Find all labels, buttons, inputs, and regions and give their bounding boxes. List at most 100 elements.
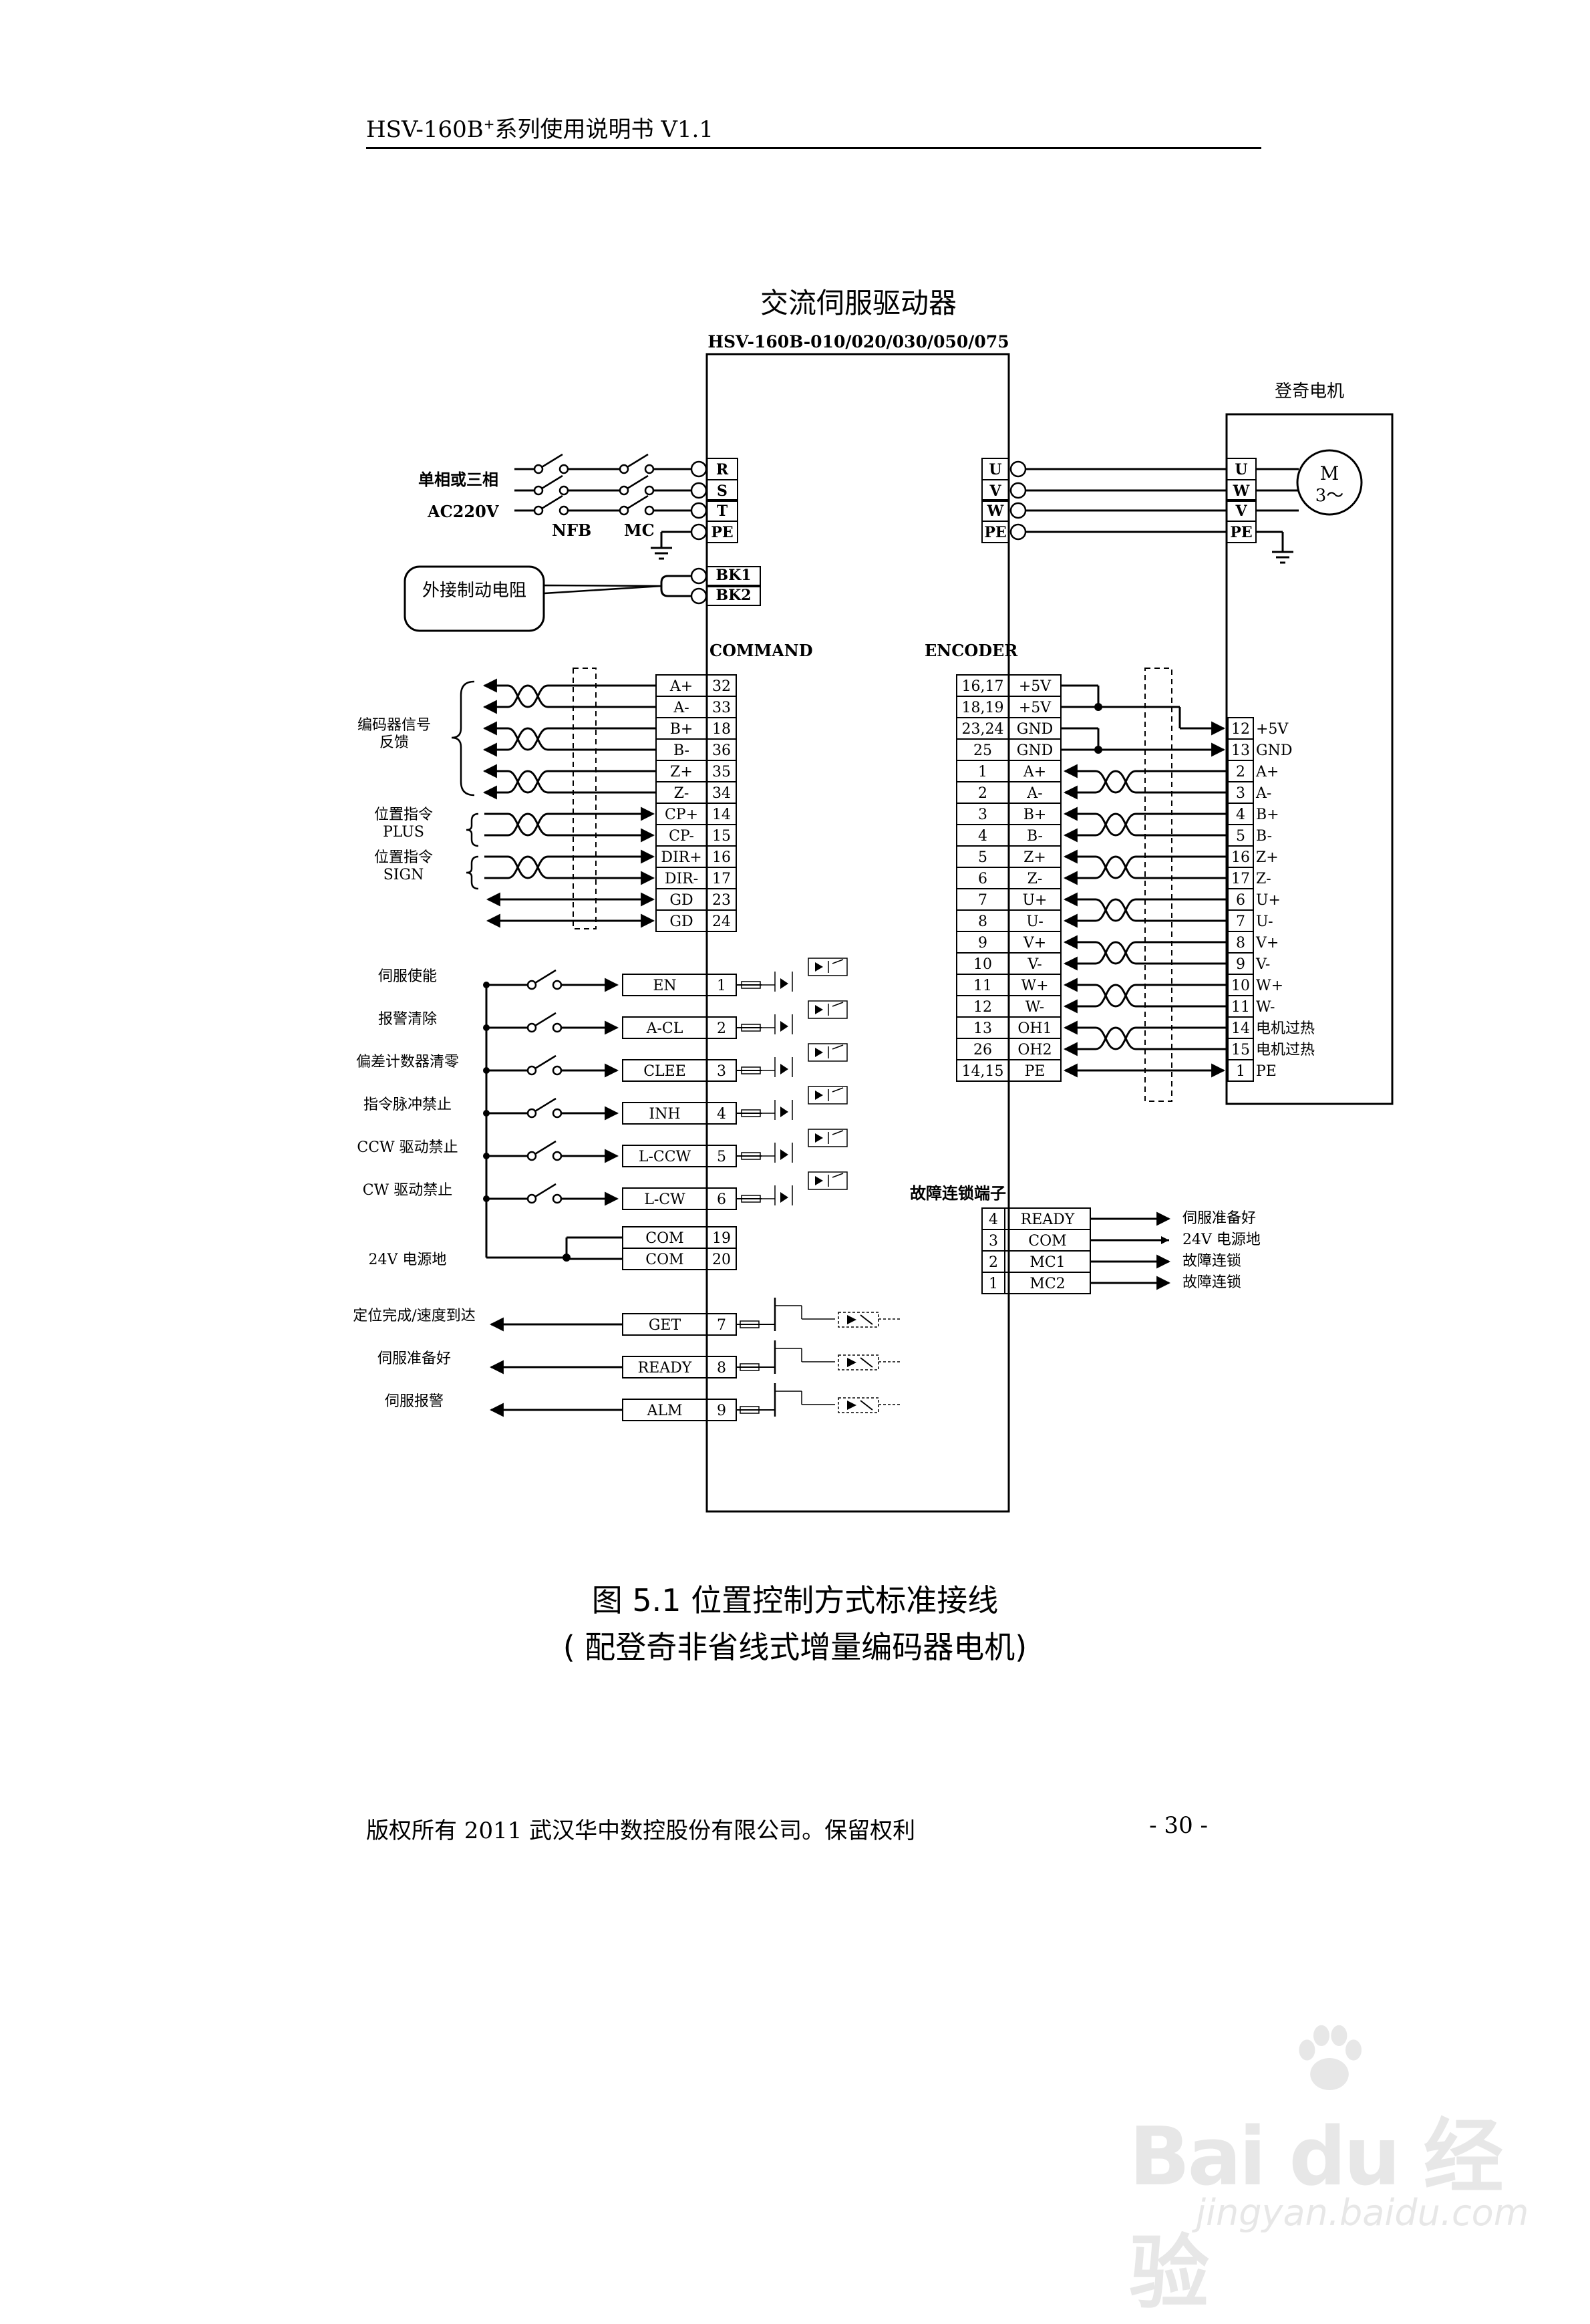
- encoder-signal-4: A+: [1023, 764, 1046, 780]
- input-opto-5: [808, 1171, 848, 1190]
- encoder-signal-13: V-: [1027, 956, 1042, 973]
- fault-label-0: 伺服准备好: [1182, 1210, 1256, 1227]
- encoder-title: ENCODER: [925, 641, 1018, 660]
- nfb-switch-0-contact-b: [559, 464, 569, 474]
- encoder-signal-16: OH1: [1017, 1020, 1052, 1037]
- com-signal-1: COM: [645, 1252, 683, 1268]
- wiring-diagram: 交流伺服驱动器 HSV-160B-010/020/030/050/075 登奇电…: [353, 287, 1394, 1513]
- input-pin-3: 4: [717, 1106, 726, 1123]
- fault-label-2: 故障连锁: [1182, 1253, 1241, 1270]
- motor-terminal-v: V: [1235, 502, 1247, 520]
- input-opto-0-diode: [815, 962, 823, 972]
- caption-line-1: 图 5.1 位置控制方式标准接线: [591, 1582, 999, 1618]
- enc-twist-8: [1095, 855, 1136, 879]
- motor-enc-pin-9: 17: [1231, 871, 1250, 887]
- mc-switch-1-contact-a: [619, 485, 629, 496]
- command-signal-10: GD: [669, 892, 693, 909]
- motor-enc-label-18: PE: [1256, 1063, 1277, 1080]
- cmd-twist-4: [507, 770, 548, 794]
- enc-twist-16-b: [1095, 1026, 1136, 1050]
- com-label: 24V 电源地: [369, 1252, 447, 1268]
- fault-label-1: 24V 电源地: [1182, 1231, 1261, 1248]
- motor-enc-label-15: W-: [1256, 999, 1275, 1016]
- input-switch-1-lever: [534, 1012, 556, 1027]
- motor-enc-label-9: Z-: [1256, 871, 1271, 887]
- input-opto-3-diode: [815, 1091, 823, 1100]
- input-pin-4: 5: [717, 1149, 726, 1165]
- page-footer: 版权所有 2011 武汉华中数控股份有限公司。保留权利 - 30 -: [366, 1812, 1261, 1845]
- fault-signal-1: COM: [1028, 1233, 1066, 1250]
- motor-enc-pin-2: 12: [1231, 721, 1250, 738]
- enc-twist-12-b: [1095, 941, 1136, 965]
- encoder-pin-5: 2: [978, 785, 987, 802]
- input-switch-4-lever: [534, 1140, 556, 1155]
- input-opto-1-diode: [815, 1005, 823, 1014]
- brake-screw-1: [690, 587, 707, 605]
- encoder-pin-1: 18,19: [962, 700, 1004, 716]
- command-pin-8: 16: [712, 849, 731, 866]
- motor-enc-label-17: 电机过热: [1256, 1042, 1315, 1058]
- fault-signal-0: READY: [1021, 1211, 1075, 1228]
- input-switch-0-contact-a: [526, 980, 537, 990]
- input-switch-0-lever: [534, 969, 556, 984]
- encoder-signal-11: U-: [1026, 913, 1044, 930]
- command-signal-7: CP-: [669, 828, 694, 845]
- motor-enc-label-7: B-: [1256, 828, 1272, 845]
- fault-arrow-com: [1161, 1236, 1169, 1244]
- output-label-1: 伺服准备好: [377, 1350, 451, 1367]
- command-group-encoder-2: 反馈: [379, 734, 409, 751]
- caption-line-2: ( 配登奇非省线式增量编码器电机): [563, 1629, 1027, 1665]
- fault-signal-2: MC1: [1029, 1254, 1065, 1271]
- command-signal-1: A-: [673, 700, 689, 716]
- footer-page-number: - 30 -: [1149, 1812, 1208, 1839]
- motor-enc-label-14: W+: [1256, 978, 1283, 994]
- output-opto-diode-1: [847, 1358, 856, 1367]
- input-label-2: 偏差计数器清零: [356, 1054, 459, 1070]
- command-signal-8: DIR+: [661, 849, 701, 866]
- mc-switch-0-lever: [627, 453, 649, 468]
- command-pin-10: 23: [712, 892, 731, 909]
- encoder-signal-8: Z+: [1023, 849, 1046, 866]
- command-pin-11-cell: [706, 909, 737, 932]
- input-opto-4-ray: [832, 1130, 844, 1135]
- input-opto-4-box: [808, 1129, 848, 1147]
- encoder-signal-18: PE: [1025, 1063, 1046, 1080]
- brake-terminal-bk1: BK1: [716, 567, 751, 584]
- power-screw-0: [690, 460, 707, 478]
- cmd-twist-8: [507, 855, 548, 879]
- baidu-watermark: Bai du 经验 jingyan.baidu.com: [1129, 2011, 1570, 2320]
- encoder-signal-18-cell: [1008, 1059, 1062, 1082]
- output-opto-box-1: [838, 1354, 879, 1370]
- power-terminal-r: R: [716, 461, 729, 478]
- motor-enc-pin-5: 3: [1236, 785, 1245, 802]
- command-pin-11: 24: [712, 913, 731, 930]
- command-signal-0: A+: [669, 678, 693, 695]
- cmd-twist-0: [507, 684, 548, 708]
- drive-screw-1: [1009, 482, 1027, 499]
- mc-switch-0-contact-b: [644, 464, 655, 474]
- drive-terminal-w: W: [987, 502, 1004, 520]
- power-terminal-t: T: [717, 502, 728, 520]
- motor-enc-pin-14: 10: [1231, 978, 1250, 994]
- encoder-pin-3: 25: [973, 742, 992, 759]
- encoder-pin-8: 5: [978, 849, 987, 866]
- input-label-3: 指令脉冲禁止: [363, 1097, 452, 1113]
- input-diode-2: [780, 1064, 788, 1074]
- com-pin-0: 19: [712, 1230, 731, 1247]
- cmd-twist-0-b: [507, 684, 548, 708]
- input-switch-5-contact-a: [526, 1193, 537, 1204]
- input-pin-2: 3: [717, 1063, 726, 1080]
- command-pin-6: 14: [712, 807, 731, 823]
- drive-terminal-pe-cell: [981, 521, 1009, 543]
- encoder-pin-9: 6: [978, 871, 987, 887]
- output-pin-1: 8: [717, 1360, 726, 1376]
- motor-symbol-phase: 3～: [1315, 486, 1344, 506]
- cmd-twist-6-b: [507, 813, 548, 837]
- motor-enc-pin-4: 2: [1236, 764, 1245, 780]
- drive-terminal-v: V: [989, 482, 1001, 500]
- input-switch-2-contact-b: [552, 1065, 563, 1076]
- input-signal-0: EN: [653, 978, 676, 994]
